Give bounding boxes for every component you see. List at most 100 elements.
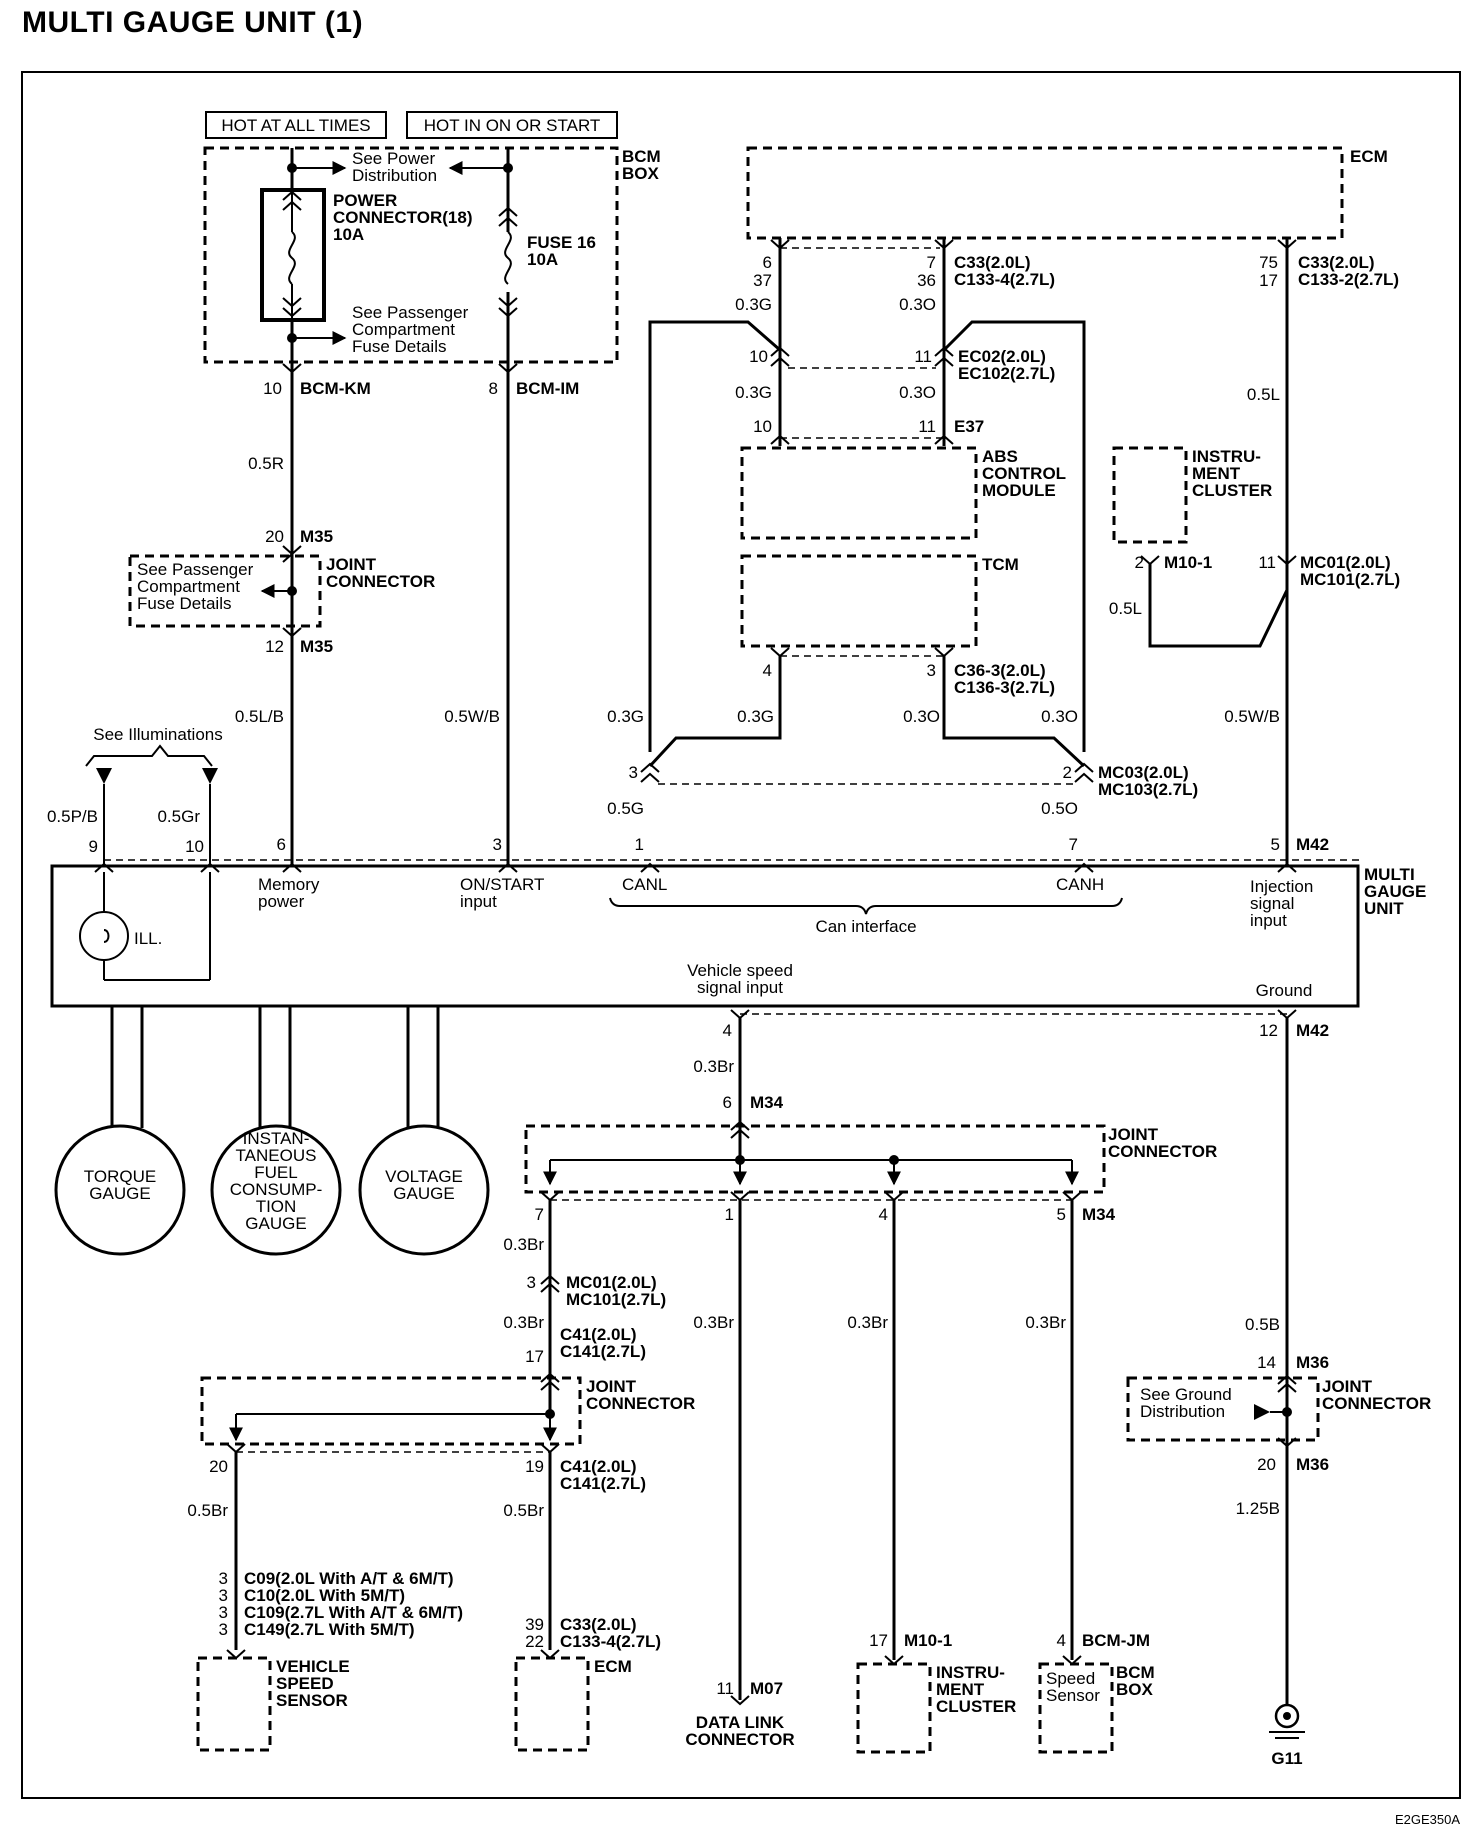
connector-id: C41(2.0L)C141(2.7L) [560,1325,646,1361]
wire-color: 0.3G [607,707,644,726]
connector-id: E37 [954,417,984,436]
abs-module-box [740,446,978,540]
pin-number: 4 [763,661,772,680]
wire-color: 0.5Br [503,1501,544,1520]
connector-id: MC01(2.0L)MC101(2.7L) [1300,553,1400,589]
pin-number: 3 [927,661,936,680]
connector-id: C36-3(2.0L)C136-3(2.7L) [954,661,1055,697]
wire-color: 0.5L [1247,385,1280,404]
pin-number: 20 [265,527,284,546]
connector-id: M36 [1296,1455,1329,1474]
connector-id: C33(2.0L)C133-4(2.7L) [954,253,1055,289]
illumination-lamp-icon [79,872,211,981]
connector-id: M10-1 [1164,553,1212,572]
wire-color: 0.3Br [1025,1313,1066,1332]
pin-number: 14 [1257,1353,1276,1372]
connector-id: BCM-JM [1082,1631,1150,1650]
pin-number: 7 [1069,835,1078,854]
pin-number: 12 [265,637,284,656]
can-interface-label: Can interface [815,917,916,936]
ground-label: Ground [1256,981,1313,1000]
connector-id: M34 [1082,1205,1116,1224]
instrument-cluster-bottom-box [856,1662,932,1754]
can-bus-wiring: 0.3G 0.3O 10 11 EC02(2.0L)EC102(2.7L) 0.… [648,238,1086,752]
pin-number: 1 [635,835,644,854]
ecm-top: ECM 6 37 7 36 C33(2.0L)C133-4(2.7L) 75 1… [746,146,1399,290]
pin-number: 36 [917,271,936,290]
pin-number: 10 [185,837,204,856]
wire-color: 0.5P/B [47,807,98,826]
connector-chevron-icon [282,545,302,563]
bcm-box-bottom-box [1038,1662,1114,1754]
pin-number: 7 [927,253,936,272]
ill-label: ILL. [134,929,162,948]
connector-id: M35 [300,637,333,656]
wire-color: 0.3G [735,383,772,402]
pin-number: 20 [1257,1455,1276,1474]
pin-number: 20 [209,1457,228,1476]
pin-number: 7 [535,1205,544,1224]
mc03-connector: 3 2 MC03(2.0L)MC103(2.7L) 0.5G 0.5O [607,762,1198,818]
pin-number: 3 [527,1273,536,1292]
ecm-label: ECM [1350,147,1388,166]
vehicle-speed-sensor-box [196,1656,272,1752]
wire-color: 0.3O [899,383,936,402]
diagram-frame [21,71,1461,1799]
wire-color: 0.3O [899,295,936,314]
ecm-bottom-label: ECM [594,1657,632,1676]
pin-number: 10 [263,379,282,398]
wire-color: 0.5B [1245,1315,1280,1334]
bcm-km-connector: 10 BCM-KM 8 BCM-IM [263,363,579,398]
wire-color: 0.3G [737,707,774,726]
canl-label: CANL [622,875,667,894]
pin-number: 4 [879,1205,888,1224]
wire-color: 0.3Br [693,1313,734,1332]
wire-color: 1.25B [1236,1499,1280,1518]
page-title: MULTI GAUGE UNIT (1) [22,6,364,39]
connector-id: M10-1 [904,1631,952,1650]
connector-id: M36 [1296,1353,1329,1372]
g11-label: G11 [1271,1749,1302,1768]
figure-code: E2GE350A [1394,1812,1460,1827]
pin-number: 17 [1259,271,1278,290]
connector-id: C33(2.0L)C133-2(2.7L) [1298,253,1399,289]
wire-color: 0.5L [1109,599,1142,618]
pin-number: 5 [1271,835,1280,854]
pin-number: 9 [89,837,98,856]
fuse-icon [282,190,302,320]
wire-color: 0.5Gr [157,807,200,826]
pin-number: 11 [914,347,932,366]
wire-color: 0.5W/B [1224,707,1280,726]
ground-icon [1269,1703,1305,1739]
pin-number: 2 [1063,763,1072,782]
wire-color: 0.5G [607,799,644,818]
connector-id: M42 [1296,1021,1329,1040]
pin-number: 2 [1135,553,1144,572]
pin-number: 17 [869,1631,888,1650]
tcm-label: TCM [982,555,1019,574]
